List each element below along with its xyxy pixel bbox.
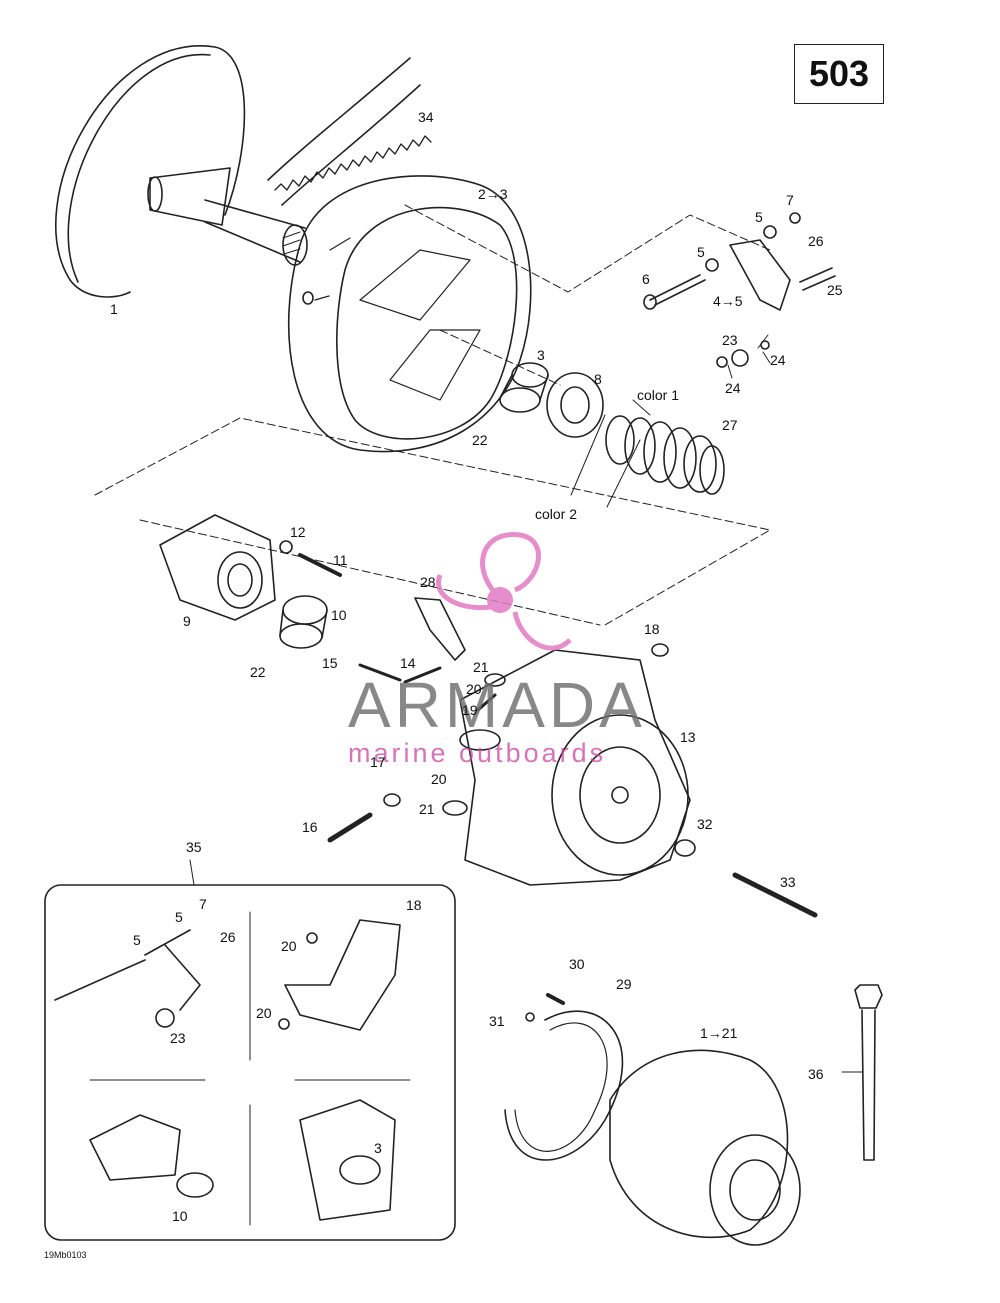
part-fixed-sheave xyxy=(55,45,308,298)
callout-c28: 28 xyxy=(420,574,436,590)
part-spider xyxy=(327,597,818,918)
callout-c7b: 7 xyxy=(199,896,207,912)
callout-c11: 11 xyxy=(333,552,348,568)
callout-c18b: 18 xyxy=(406,897,422,913)
callout-c20b: 20 xyxy=(431,771,447,787)
callout-color1: color 1 xyxy=(637,387,680,403)
callout-c1: 1 xyxy=(110,301,118,317)
callout-c5d: 5 xyxy=(133,932,141,948)
callout-c26a: 26 xyxy=(808,233,824,249)
callout-c23a: 23 xyxy=(722,332,738,348)
part-seal xyxy=(546,372,604,438)
callout-c25: 25 xyxy=(827,282,843,298)
callout-c30: 30 xyxy=(569,956,585,972)
callout-c35: 35 xyxy=(186,839,202,855)
callout-c21a: 21 xyxy=(473,659,489,675)
part-ramp xyxy=(159,514,342,649)
callout-c36: 36 xyxy=(808,1066,824,1082)
callout-c9: 9 xyxy=(183,613,191,629)
callout-c4-5: 4→5 xyxy=(713,293,743,309)
callout-c16: 16 xyxy=(302,819,318,835)
callout-c20d: 20 xyxy=(256,1005,272,1021)
watermark-brand: ARMADA xyxy=(348,669,646,741)
callout-c31: 31 xyxy=(489,1013,505,1029)
part-bolt xyxy=(854,984,883,1161)
callout-c5b: 5 xyxy=(697,244,705,260)
callout-c2-3: 2→3 xyxy=(478,186,508,202)
diagram-code: 503 xyxy=(808,53,870,94)
callout-c1-21: 1→21 xyxy=(700,1025,738,1041)
callout-c10a: 10 xyxy=(331,607,347,623)
callout-c18a: 18 xyxy=(644,621,660,637)
callout-c19: 19 xyxy=(462,702,478,718)
callout-c7a: 7 xyxy=(786,192,794,208)
callout-c15: 15 xyxy=(322,655,338,671)
part-complete-clutch xyxy=(609,1049,801,1246)
callout-c10b: 10 xyxy=(172,1208,188,1224)
callout-c14: 14 xyxy=(400,655,416,671)
callout-c29: 29 xyxy=(616,976,632,992)
callout-c33: 33 xyxy=(780,874,796,890)
footer-reference: 19Mb0103 xyxy=(44,1250,87,1260)
part-drive-belt xyxy=(267,57,432,206)
callout-c20c: 20 xyxy=(281,938,297,954)
inset-box xyxy=(44,884,456,1241)
callout-c12: 12 xyxy=(290,524,306,540)
part-lever-assembly xyxy=(643,212,836,368)
assembly-line-middle xyxy=(94,417,771,626)
assembly-line-upper xyxy=(404,204,771,386)
callout-c20a: 20 xyxy=(466,681,482,697)
part-movable-sheave xyxy=(287,175,532,453)
callout-c17: 17 xyxy=(370,754,386,770)
callout-c27: 27 xyxy=(722,417,738,433)
part-ring-gear xyxy=(504,993,624,1161)
watermark-tagline: marine outboards xyxy=(348,738,607,768)
watermark-logo xyxy=(435,532,572,651)
callout-c22a: 22 xyxy=(472,432,488,448)
part-bushing xyxy=(499,362,549,413)
callout-c3a: 3 xyxy=(537,347,545,363)
callout-color2: color 2 xyxy=(535,506,578,522)
callout-c34: 34 xyxy=(418,109,434,125)
callout-c22b: 22 xyxy=(250,664,266,680)
leader-lines xyxy=(189,334,863,1073)
callout-c32: 32 xyxy=(697,816,713,832)
callout-c13: 13 xyxy=(680,729,696,745)
callout-c6: 6 xyxy=(642,271,650,287)
callout-c21b: 21 xyxy=(419,801,435,817)
part-spring xyxy=(605,415,725,495)
callout-c24a: 24 xyxy=(770,352,786,368)
callout-c23b: 23 xyxy=(170,1030,186,1046)
callout-c24b: 24 xyxy=(725,380,741,396)
callout-c8: 8 xyxy=(594,371,602,387)
diagram-code-box: 503 xyxy=(794,44,884,104)
callout-c3b: 3 xyxy=(374,1140,382,1156)
callout-c26b: 26 xyxy=(220,929,236,945)
callout-c5a: 5 xyxy=(755,209,763,225)
callout-c5c: 5 xyxy=(175,909,183,925)
